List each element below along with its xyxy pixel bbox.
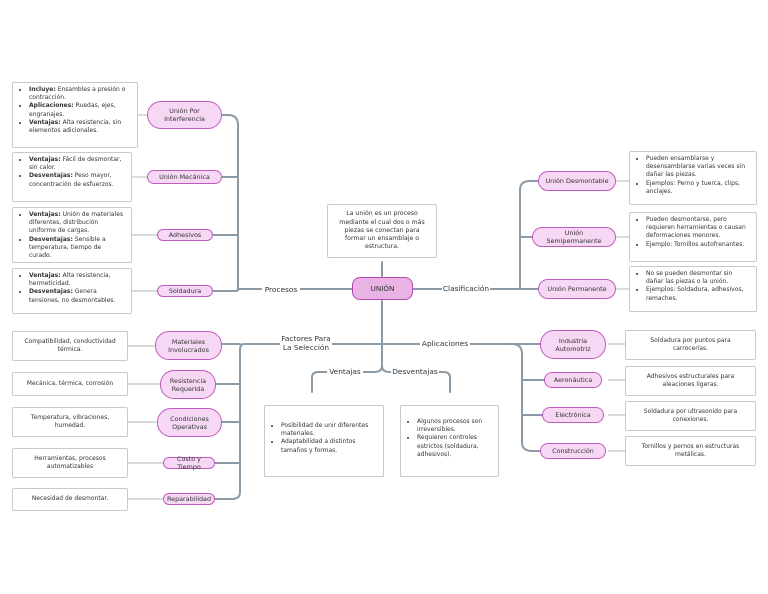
note-soldadura: Ventajas: Alta resistencia, hermeticidad… — [12, 268, 132, 314]
node-adhesivos[interactable]: Adhesivos — [157, 229, 213, 241]
note-union-mecanica: Ventajas: Fácil de desmontar, sin calor.… — [12, 152, 132, 202]
note-union-permanente: No se pueden desmontar sin dañar las pie… — [629, 266, 757, 312]
branch-label-desventajas: Desventajas — [391, 367, 439, 376]
branch-label-ventajas: Ventajas — [327, 367, 363, 376]
note-union-desmontable: Pueden ensamblarse y desensamblarse vari… — [629, 151, 757, 205]
note-aeronautica: Adhesivos estructurales para aleaciones … — [625, 366, 756, 396]
node-reparabilidad[interactable]: Reparabilidad — [163, 493, 215, 505]
node-union-permanente[interactable]: Unión Permanente — [538, 279, 616, 299]
desventajas-box: Algunos procesos son irreversibles. Requ… — [400, 405, 499, 477]
node-union-desmontable[interactable]: Unión Desmontable — [538, 171, 616, 191]
note-industria-automotriz: Soldadura por puntos para carrocerías. — [625, 330, 756, 360]
note-reparabilidad: Necesidad de desmontar. — [12, 488, 128, 511]
node-resistencia-requerida[interactable]: Resistencia Requerida — [160, 370, 216, 399]
node-condiciones-operativas[interactable]: Condiciones Operativas — [157, 408, 222, 437]
branch-label-procesos: Procesos — [262, 285, 300, 294]
note-electronica: Soldadura por ultrasonido para conexione… — [625, 401, 756, 431]
note-union-interferencia: Incluye: Ensambles a presión o contracci… — [12, 82, 138, 148]
node-union-semipermanente[interactable]: Unión Semipermanente — [532, 227, 616, 247]
note-costo-tiempo: Herramientas, procesos automatizables — [12, 448, 128, 478]
central-node[interactable]: UNIÓN — [352, 277, 413, 300]
node-soldadura[interactable]: Soldadura — [157, 285, 213, 297]
central-node-title: UNIÓN — [370, 284, 395, 293]
definition-box: La unión es un proceso mediante el cual … — [327, 204, 437, 258]
node-materiales-involucrados[interactable]: Materiales Involucrados — [155, 331, 222, 360]
note-resistencia-requerida: Mecánica, térmica, corrosión — [12, 372, 128, 396]
branch-label-clasificacion: Clasificación — [442, 284, 490, 293]
note-adhesivos: Ventajas: Unión de materiales diferentes… — [12, 207, 132, 263]
node-aeronautica[interactable]: Aeronáutica — [544, 372, 602, 388]
ventajas-box: Posibilidad de unir diferentes materiale… — [264, 405, 384, 477]
node-industria-automotriz[interactable]: Industria Automotriz — [540, 330, 606, 359]
note-construccion: Tornillos y pernos en estructuras metáli… — [625, 436, 756, 466]
note-union-semipermanente: Pueden desmontarse, pero requieren herra… — [629, 212, 757, 262]
node-union-interferencia[interactable]: Unión Por Interferencia — [147, 101, 222, 129]
branch-label-aplicaciones: Aplicaciones — [420, 339, 470, 348]
node-union-mecanica[interactable]: Unión Mecánica — [147, 170, 222, 184]
node-electronica[interactable]: Electrónica — [542, 407, 604, 423]
note-materiales-involucrados: Compatibilidad, conductividad térmica. — [12, 331, 128, 361]
note-condiciones-operativas: Temperatura, vibraciones, humedad. — [12, 407, 128, 437]
node-costo-tiempo[interactable]: Costo y Tiempo — [163, 455, 215, 471]
node-construccion[interactable]: Construcción — [540, 443, 606, 459]
branch-label-factores: Factores Para La Selección — [280, 334, 332, 352]
